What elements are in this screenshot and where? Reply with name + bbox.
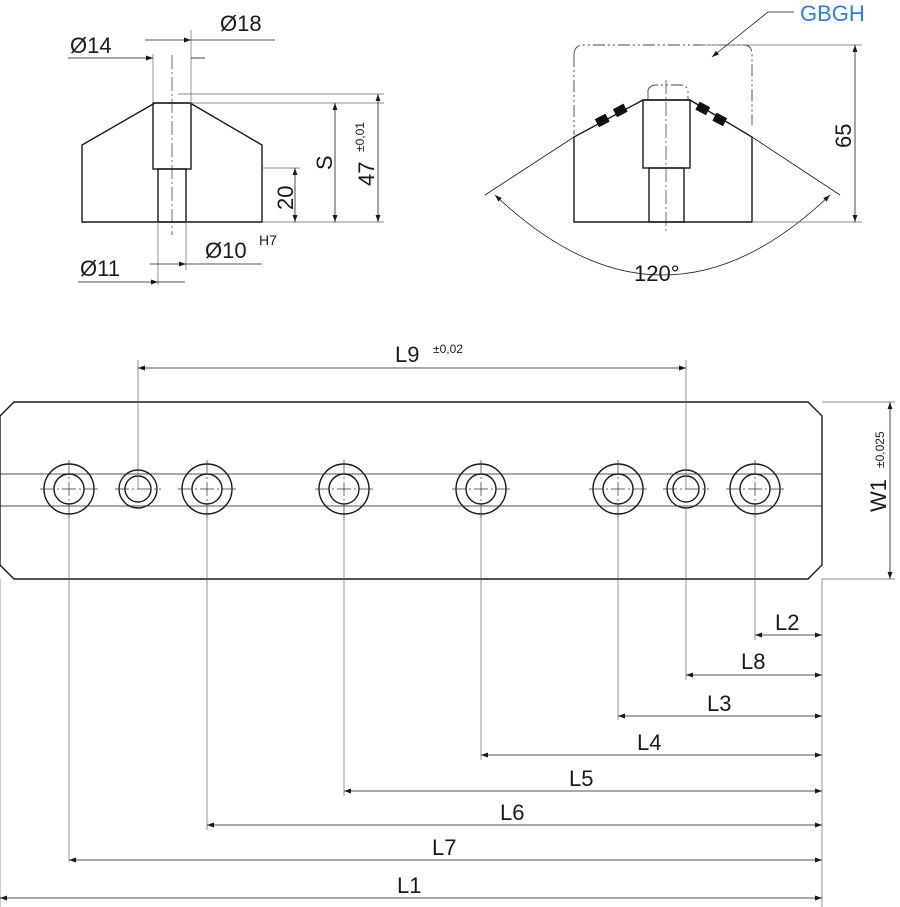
hole [40,460,98,518]
hole [589,460,647,518]
l9-tolerance: ±0,02 [433,342,463,356]
l4-label: L4 [637,730,661,755]
l2-label: L2 [775,610,799,635]
hole [178,460,236,518]
w1-label: W1 [866,479,891,512]
angle-120-arc [494,194,831,276]
l9-label: L9 [395,342,419,367]
side-section-view: Ø14 Ø18 Ø11 Ø10 H7 20 S 47 ±0,01 [68,11,384,285]
l1-label: L1 [397,873,421,898]
angle-120-label: 120° [634,261,680,286]
grip-inserts [594,101,728,128]
hole [726,460,784,518]
s-label: S [312,155,337,170]
end-bore [648,167,685,223]
hole [452,460,510,518]
rail-outline [0,401,823,580]
l6-label: L6 [500,800,524,825]
l3-label: L3 [707,691,731,716]
d11-label: Ø11 [80,256,120,281]
d10-fit-label: H7 [259,232,277,248]
end-counterbore [642,99,691,169]
gbgh-label: GBGH [800,1,865,26]
d18-label: Ø18 [220,11,262,36]
w1-tolerance: ±0,025 [873,431,887,468]
d10-label: Ø10 [205,238,247,263]
l5-label: L5 [569,766,593,791]
h47-tolerance: ±0,01 [353,122,367,152]
h65-label: 65 [831,124,856,148]
plan-view: L9 ±0,02 W1 ±0,025 L2 L8 L3 L4 L5 [0,342,895,907]
h20-label: 20 [273,186,298,210]
l8-label: L8 [741,649,765,674]
gbgh-leader [711,11,794,58]
d14-label: Ø14 [70,33,112,58]
hole [315,460,373,518]
end-section-view: 120° 65 GBGH [484,1,865,286]
h47-label: 47 [354,162,379,186]
l7-label: L7 [432,835,456,860]
